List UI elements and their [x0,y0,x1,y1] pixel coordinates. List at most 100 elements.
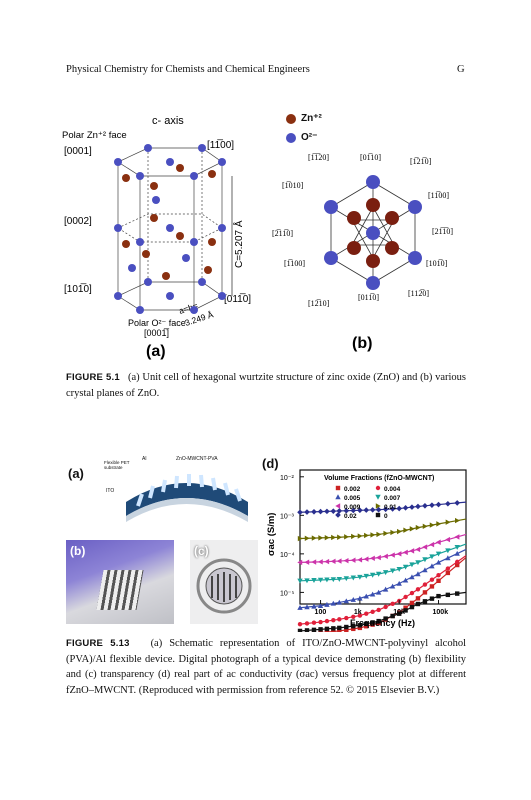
zinc-atoms [122,164,216,280]
data-point [390,613,395,619]
data-point [311,603,317,609]
figure-5-13-caption-label: FIGURE 5.13 [66,638,130,649]
data-point [445,570,451,576]
index-10m10: [101̅0] [64,283,92,295]
data-point [422,582,428,587]
legend-marker [375,503,381,509]
data-point [337,625,342,631]
data-point [350,575,356,581]
data-point [396,528,402,535]
data-point [363,556,369,562]
data-point [376,531,382,538]
composite-label: ZnO-MWCNT-PVA [176,456,218,462]
data-point [376,618,381,624]
data-point [317,559,323,565]
data-point [429,522,435,528]
data-point [364,611,369,616]
data-point [445,519,451,525]
data-point [436,572,441,578]
data-point [429,541,435,548]
data-point [337,534,343,540]
o-legend-label: O²⁻ [301,132,318,143]
direction-labels: [1̅1̅20] [01̅10] [1̅21̅0] [1̅010] [11̅00… [272,153,453,308]
data-point [403,527,409,533]
figure-5-13-caption: FIGURE 5.13 (a) Schematic representation… [66,636,466,698]
data-point [304,559,310,565]
flexibility-photo: (b) [66,540,174,624]
data-point [375,571,382,577]
data-point [415,546,421,553]
data-point [389,506,396,512]
direction-label: [1̅010] [282,181,304,190]
data-point [436,521,442,527]
data-point [369,507,376,513]
figure-5-1-caption-text: (a) Unit cell of hexagonal wurtzite stru… [66,372,467,399]
legend-entry: 0.007 [384,495,401,502]
data-point [330,577,337,583]
data-point [454,544,460,550]
data-point [357,557,363,563]
data-point [403,608,408,613]
data-point [422,567,428,573]
data-point [375,589,382,595]
data-point [357,533,363,539]
data-point [318,619,323,625]
data-point [350,557,356,563]
data-point [311,535,317,541]
data-point [402,549,408,556]
photo-c-label: (c) [194,544,209,558]
x-axis-title: Frequency (Hz) [350,618,415,628]
data-point [304,604,310,610]
data-point [369,572,376,578]
direction-label: [12̅10] [308,299,330,308]
figure-panel-b-label: (b) [352,335,372,352]
data-point [429,502,435,508]
data-point [344,615,349,621]
index-1m100: [11̅00] [207,139,234,151]
data-point [357,595,363,601]
data-point [297,621,303,627]
photo-b-label: (b) [70,544,86,558]
data-point [415,503,421,510]
oxygen-atoms-b [324,175,422,290]
legend-entry: 0.002 [344,486,361,493]
direction-label: [01̅10] [360,153,381,162]
data-point [383,604,388,610]
data-point [370,532,376,538]
index-000m1: [0001̅] [144,328,170,338]
figure-5-1b-crystal-planes: [1̅1̅20] [01̅10] [1̅21̅0] [1̅010] [11̅00… [272,153,453,352]
data-point [317,577,324,583]
data-point [415,587,421,592]
ito-label: ITO [106,488,115,494]
data-point [435,559,442,565]
data-point [297,605,303,610]
data-point [402,564,409,570]
data-point [422,544,428,550]
pet-label: Flexible PET substrate [104,460,130,470]
data-point [369,591,376,597]
direction-label: [112̅0] [408,289,429,298]
data-point [364,624,369,629]
data-point [324,626,330,632]
data-point [454,550,460,556]
data-point [415,560,421,566]
data-point [363,507,370,513]
data-point [344,534,350,540]
legend-marker [375,512,381,518]
device-strip [96,570,144,610]
data-point [304,535,310,542]
direction-label: [101̅0] [426,259,448,268]
data-point [445,548,451,554]
data-point [331,534,337,541]
data-point [324,558,330,565]
data-point [318,535,324,541]
data-point [375,554,381,561]
legend-marker [375,494,381,500]
data-point [311,559,317,565]
data-point [403,594,408,600]
figure-5-1a-unit-cell: c- axis Polar Zn⁺² face [0001] [0002] [1… [62,115,251,360]
data-point [364,532,369,539]
data-point [304,578,310,584]
figure-5-1-caption: FIGURE 5.1 (a) Unit cell of hexagonal wu… [66,370,466,401]
data-point [409,574,415,580]
